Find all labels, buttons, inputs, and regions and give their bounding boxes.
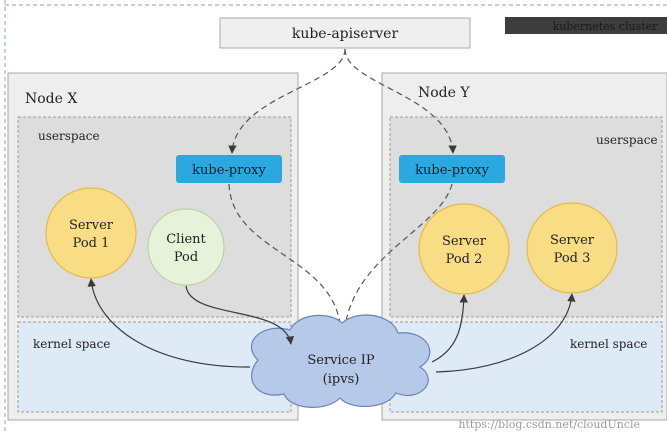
node-y-userspace xyxy=(389,116,663,318)
server-pod-1-line1: Server xyxy=(69,218,114,233)
node-x-userspace-label: userspace xyxy=(38,129,100,143)
node-y-kube-proxy-box xyxy=(399,155,505,183)
service-to-pod-1-arrow xyxy=(87,278,251,368)
server-pod-1 xyxy=(45,187,137,279)
apiserver-label: kube-apiserver xyxy=(292,26,399,42)
node-x: Node X userspace kernel space kube-proxy… xyxy=(7,72,299,421)
server-pod-3-line1: Server xyxy=(550,233,595,248)
service-ip-line2: (ipvs) xyxy=(323,372,360,387)
server-pod-2-line2: Pod 2 xyxy=(446,252,483,267)
service-ip-line1: Service IP xyxy=(307,353,375,368)
node-y: Node Y userspace kernel space kube-proxy… xyxy=(381,72,667,421)
node-y-kernel-label: kernel space xyxy=(570,337,647,351)
server-pod-2-line1: Server xyxy=(442,234,487,249)
node-x-kube-proxy-box xyxy=(176,155,282,183)
client-pod-line2: Pod xyxy=(174,250,198,265)
server-pod-1-line2: Pod 1 xyxy=(73,236,110,251)
proxy-x-to-service-connector xyxy=(228,183,346,336)
cluster-label-bar xyxy=(505,17,667,34)
proxy-y-to-service-connector xyxy=(343,183,453,336)
client-pod xyxy=(147,208,225,286)
cluster-label: kubernetes cluster xyxy=(505,17,667,34)
node-y-label: Node Y xyxy=(418,85,470,101)
apiserver-box xyxy=(219,17,471,49)
client-pod-line1: Client xyxy=(166,232,206,247)
service-cloud-shape xyxy=(251,314,431,408)
client-to-service-arrow xyxy=(185,285,294,345)
node-x-kernelspace xyxy=(17,321,292,413)
apiserver: kube-apiserver xyxy=(219,17,471,49)
apiserver-to-proxy-y-connector xyxy=(344,48,457,154)
node-y-kube-proxy-label: kube-proxy xyxy=(415,163,489,178)
node-x-kernel-label: kernel space xyxy=(33,337,110,351)
service-to-pod-3-arrow xyxy=(435,293,576,373)
node-x-kube-proxy-label: kube-proxy xyxy=(192,163,266,178)
node-x-label: Node X xyxy=(25,91,77,107)
service-to-pod-2-arrow xyxy=(431,294,468,363)
server-pod-3 xyxy=(526,202,618,294)
apiserver-to-proxy-x-connector xyxy=(228,48,346,154)
server-pod-2 xyxy=(418,203,510,295)
server-pod-3-line2: Pod 3 xyxy=(554,251,591,266)
watermark: https://blog.csdn.net/cloudUncle xyxy=(458,418,640,431)
cluster-label-text: kubernetes cluster xyxy=(553,20,659,33)
node-y-userspace-label: userspace xyxy=(596,133,658,147)
node-y-kernelspace xyxy=(389,321,663,413)
service-ip-cloud: Service IP (ipvs) xyxy=(251,314,431,408)
